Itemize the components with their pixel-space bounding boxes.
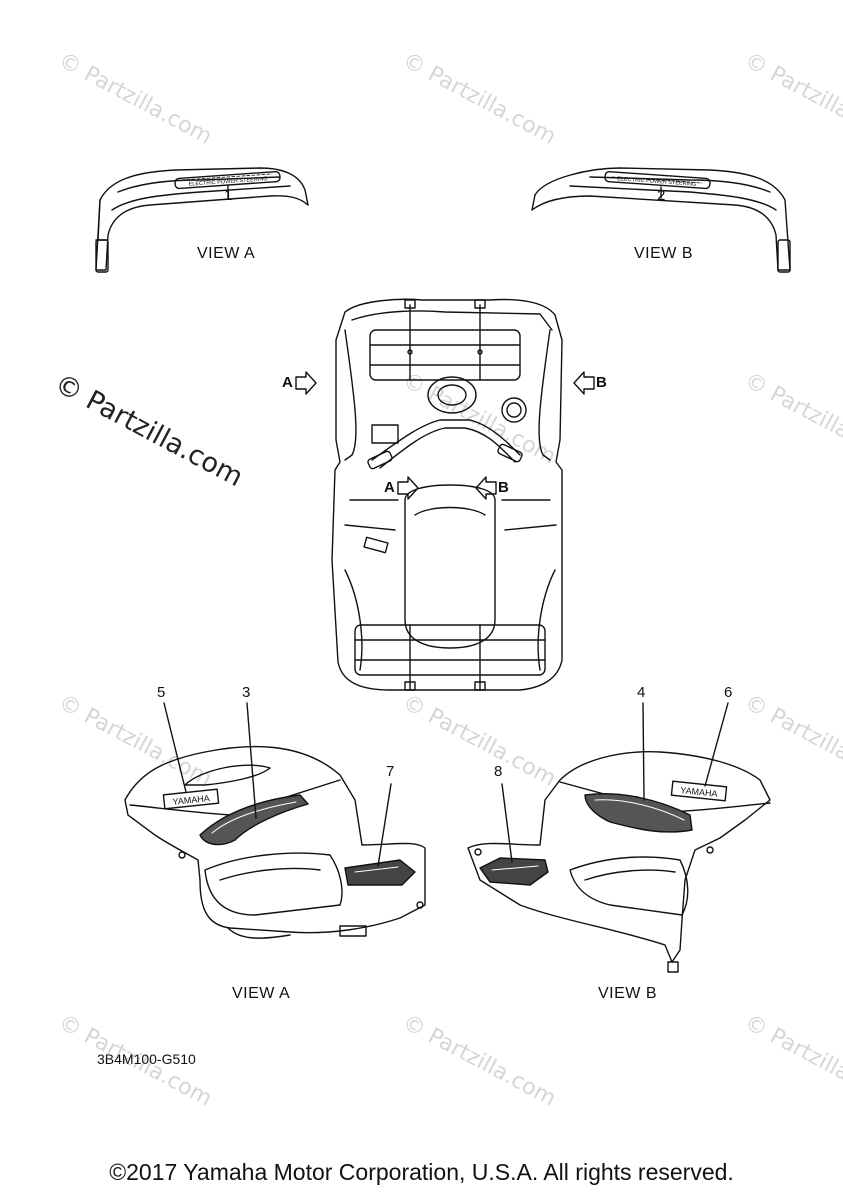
diagram-code: 3B4M100-G510 (97, 1051, 196, 1067)
callout-6: 6 (724, 684, 733, 701)
leader-line (642, 702, 645, 801)
leader-line (704, 702, 729, 787)
side-panel-left (124, 702, 426, 939)
leader-line (501, 783, 513, 863)
arrow-label-b: B (498, 479, 509, 496)
callout-8: 8 (494, 763, 503, 780)
callout-7: 7 (386, 763, 395, 780)
atv-top-view (295, 298, 595, 691)
leader-line (163, 702, 187, 793)
copyright-footer: ©2017 Yamaha Motor Corporation, U.S.A. A… (109, 1159, 734, 1185)
leader-line (246, 702, 257, 819)
arrow-label-a: A (384, 479, 395, 496)
view-label: VIEW A (197, 245, 256, 262)
front-fender-left (95, 167, 309, 273)
arrow-b-icon (573, 371, 595, 395)
arrow-label-b: B (596, 374, 607, 391)
callout-4: 4 (637, 684, 646, 701)
side-panel-right (467, 702, 771, 973)
callout-1: 1 (224, 187, 233, 204)
view-label: VIEW A (232, 985, 291, 1002)
yamaha-decal-text: YAMAHA (680, 785, 718, 799)
front-fender-right (531, 167, 791, 273)
view-label: VIEW B (634, 245, 694, 262)
callout-3: 3 (242, 684, 251, 701)
arrow-b-icon (475, 476, 497, 500)
arrow-a-icon (295, 371, 317, 395)
view-label: VIEW B (598, 985, 658, 1002)
callout-2: 2 (657, 187, 666, 204)
fender-decal-text: ELECTRIC POWER STEERING (188, 176, 267, 188)
yamaha-decal-text: YAMAHA (172, 793, 210, 807)
fender-decal-text: ELECTRIC POWER STEERING (617, 176, 696, 188)
arrow-a-icon (397, 476, 419, 500)
leader-line (377, 783, 392, 867)
arrow-label-a: A (282, 374, 293, 391)
callout-5: 5 (157, 684, 166, 701)
